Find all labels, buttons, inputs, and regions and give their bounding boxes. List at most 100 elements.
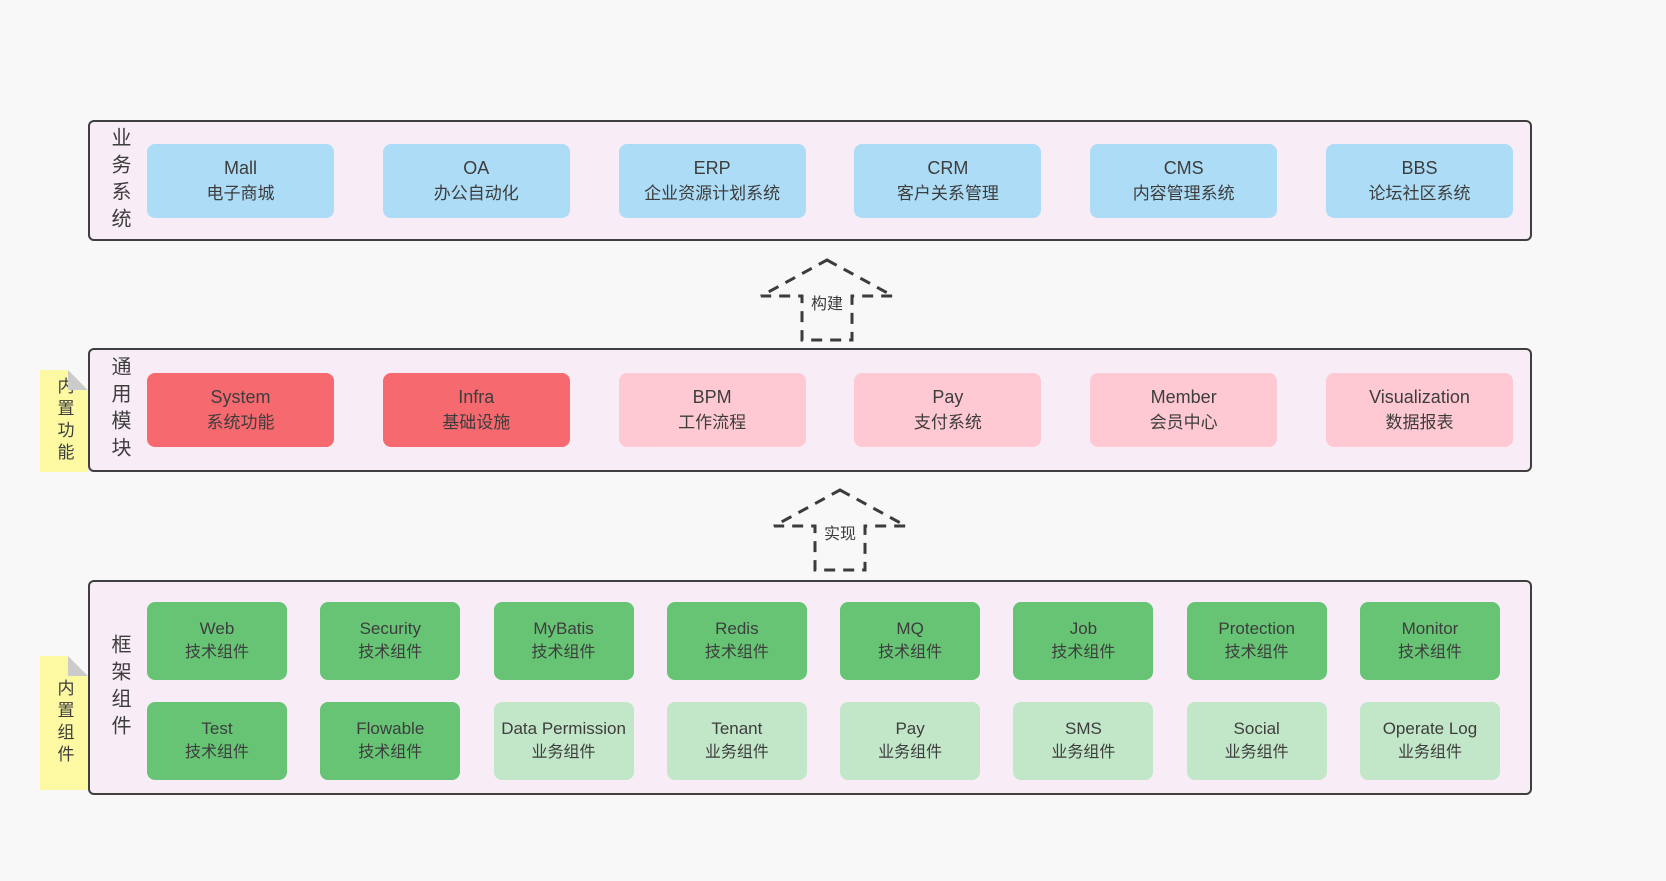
box-bbs: BBS 论坛社区系统 (1325, 143, 1513, 218)
box-pay: Pay 支付系统 (854, 373, 1042, 447)
box-title: Pay (895, 719, 925, 738)
box-title: Test (201, 719, 233, 738)
box-title: Data Permission (501, 719, 626, 738)
panel-common-modules: 内置功能 通用模块 System 系统功能 Infra 基础设施 BPM 工作流… (88, 348, 1532, 472)
box-subtitle: 内容管理系统 (1132, 183, 1235, 203)
business-box-row: Mall 电子商城 OA 办公自动化 ERP 企业资源计划系统 CRM 客户关系… (147, 122, 1513, 239)
box-subtitle: 技术组件 (531, 644, 596, 661)
box-title: System (210, 387, 271, 407)
box-subtitle: 业务组件 (1051, 744, 1116, 761)
framework-row-1: Web 技术组件 Security 技术组件 MyBatis 技术组件 Redi… (147, 602, 1500, 680)
box-test: Test 技术组件 (147, 702, 287, 780)
dashed-up-arrow-icon (773, 488, 907, 572)
box-security: Security 技术组件 (320, 602, 461, 680)
arrow-build: 构建 (759, 257, 895, 343)
sticky-note-built-in-features: 内置功能 (40, 370, 88, 472)
box-title: Pay (932, 387, 964, 407)
box-title: Infra (458, 387, 495, 407)
box-subtitle: 业务组件 (704, 744, 769, 761)
box-title: MQ (896, 619, 924, 638)
box-title: Flowable (356, 719, 425, 738)
box-title: BPM (692, 387, 732, 407)
box-title: Mall (223, 157, 257, 178)
box-member: Member 会员中心 (1090, 373, 1278, 447)
box-title: BBS (1401, 157, 1438, 178)
box-bpm: BPM 工作流程 (618, 373, 806, 447)
box-pay-component: Pay 业务组件 (840, 702, 981, 780)
box-subtitle: 技术组件 (358, 644, 423, 661)
box-social: Social 业务组件 (1186, 702, 1327, 780)
box-subtitle: 技术组件 (184, 644, 249, 661)
arrow-implement-label: 实现 (823, 526, 857, 543)
box-cms: CMS 内容管理系统 (1090, 143, 1278, 218)
box-title: Monitor (1401, 619, 1459, 638)
box-infra: Infra 基础设施 (382, 373, 570, 447)
box-subtitle: 客户关系管理 (896, 183, 999, 203)
box-title: Security (359, 619, 421, 638)
box-subtitle: 电子商城 (206, 183, 275, 203)
box-system: System 系统功能 (147, 373, 334, 447)
box-title: Tenant (711, 719, 763, 738)
box-data-permission: Data Permission 业务组件 (493, 702, 634, 780)
box-subtitle: 基础设施 (442, 413, 511, 432)
panel-framework-components: 内置组件 框架组件 Web 技术组件 Security 技术组件 MyBatis… (88, 580, 1532, 795)
box-subtitle: 数据报表 (1385, 413, 1454, 432)
box-tenant: Tenant 业务组件 (666, 702, 807, 780)
box-visualization: Visualization 数据报表 (1325, 373, 1513, 447)
box-title: CMS (1163, 157, 1204, 178)
box-crm: CRM 客户关系管理 (854, 143, 1042, 218)
box-title: OA (463, 157, 490, 178)
box-subtitle: 企业资源计划系统 (644, 183, 781, 203)
box-subtitle: 业务组件 (1224, 744, 1289, 761)
box-subtitle: 技术组件 (704, 644, 769, 661)
box-oa: OA 办公自动化 (382, 143, 570, 218)
framework-grid: Web 技术组件 Security 技术组件 MyBatis 技术组件 Redi… (147, 602, 1500, 780)
box-web: Web 技术组件 (147, 602, 287, 680)
box-title: Web (199, 619, 235, 638)
box-subtitle: 业务组件 (878, 744, 943, 761)
box-subtitle: 技术组件 (184, 744, 249, 761)
box-subtitle: 技术组件 (1397, 644, 1462, 661)
box-subtitle: 业务组件 (1397, 744, 1462, 761)
arrow-implement: 实现 (772, 487, 908, 573)
box-job: Job 技术组件 (1013, 602, 1154, 680)
box-title: SMS (1064, 719, 1102, 738)
box-erp: ERP 企业资源计划系统 (618, 143, 806, 218)
box-subtitle: 业务组件 (531, 744, 596, 761)
box-sms: SMS 业务组件 (1013, 702, 1154, 780)
framework-row-2: Test 技术组件 Flowable 技术组件 Data Permission … (147, 702, 1500, 780)
box-title: Visualization (1369, 387, 1470, 407)
box-title: CRM (927, 157, 969, 178)
box-monitor: Monitor 技术组件 (1359, 602, 1500, 680)
modules-box-row: System 系统功能 Infra 基础设施 BPM 工作流程 Pay 支付系统… (147, 350, 1513, 470)
layer-label-business-systems: 业务系统 (108, 126, 130, 235)
box-redis: Redis 技术组件 (666, 602, 807, 680)
box-title: Social (1233, 719, 1280, 738)
panel-business-systems: 业务系统 Mall 电子商城 OA 办公自动化 ERP 企业资源计划系统 CRM… (88, 120, 1532, 241)
box-title: Member (1150, 387, 1217, 407)
box-title: MyBatis (533, 619, 594, 638)
box-operate-log: Operate Log 业务组件 (1359, 702, 1500, 780)
box-title: Operate Log (1382, 719, 1478, 738)
box-subtitle: 技术组件 (878, 644, 943, 661)
box-subtitle: 系统功能 (206, 413, 275, 432)
arrow-build-label: 构建 (810, 296, 844, 313)
box-title: ERP (693, 157, 731, 178)
dashed-up-arrow-icon (760, 258, 894, 342)
box-mybatis: MyBatis 技术组件 (493, 602, 634, 680)
box-title: Redis (715, 619, 759, 638)
box-flowable: Flowable 技术组件 (320, 702, 461, 780)
box-subtitle: 会员中心 (1149, 413, 1218, 432)
box-subtitle: 办公自动化 (433, 183, 519, 203)
box-title: Protection (1218, 619, 1295, 638)
box-subtitle: 论坛社区系统 (1368, 183, 1471, 203)
layer-label-common-modules: 通用模块 (108, 356, 130, 464)
layer-label-framework-components: 框架组件 (108, 633, 130, 742)
sticky-note-built-in-components: 内置组件 (40, 656, 88, 790)
box-title: Job (1069, 619, 1098, 638)
box-subtitle: 支付系统 (913, 413, 982, 432)
box-mall: Mall 电子商城 (147, 143, 334, 218)
box-subtitle: 技术组件 (358, 744, 423, 761)
box-mq: MQ 技术组件 (840, 602, 981, 680)
